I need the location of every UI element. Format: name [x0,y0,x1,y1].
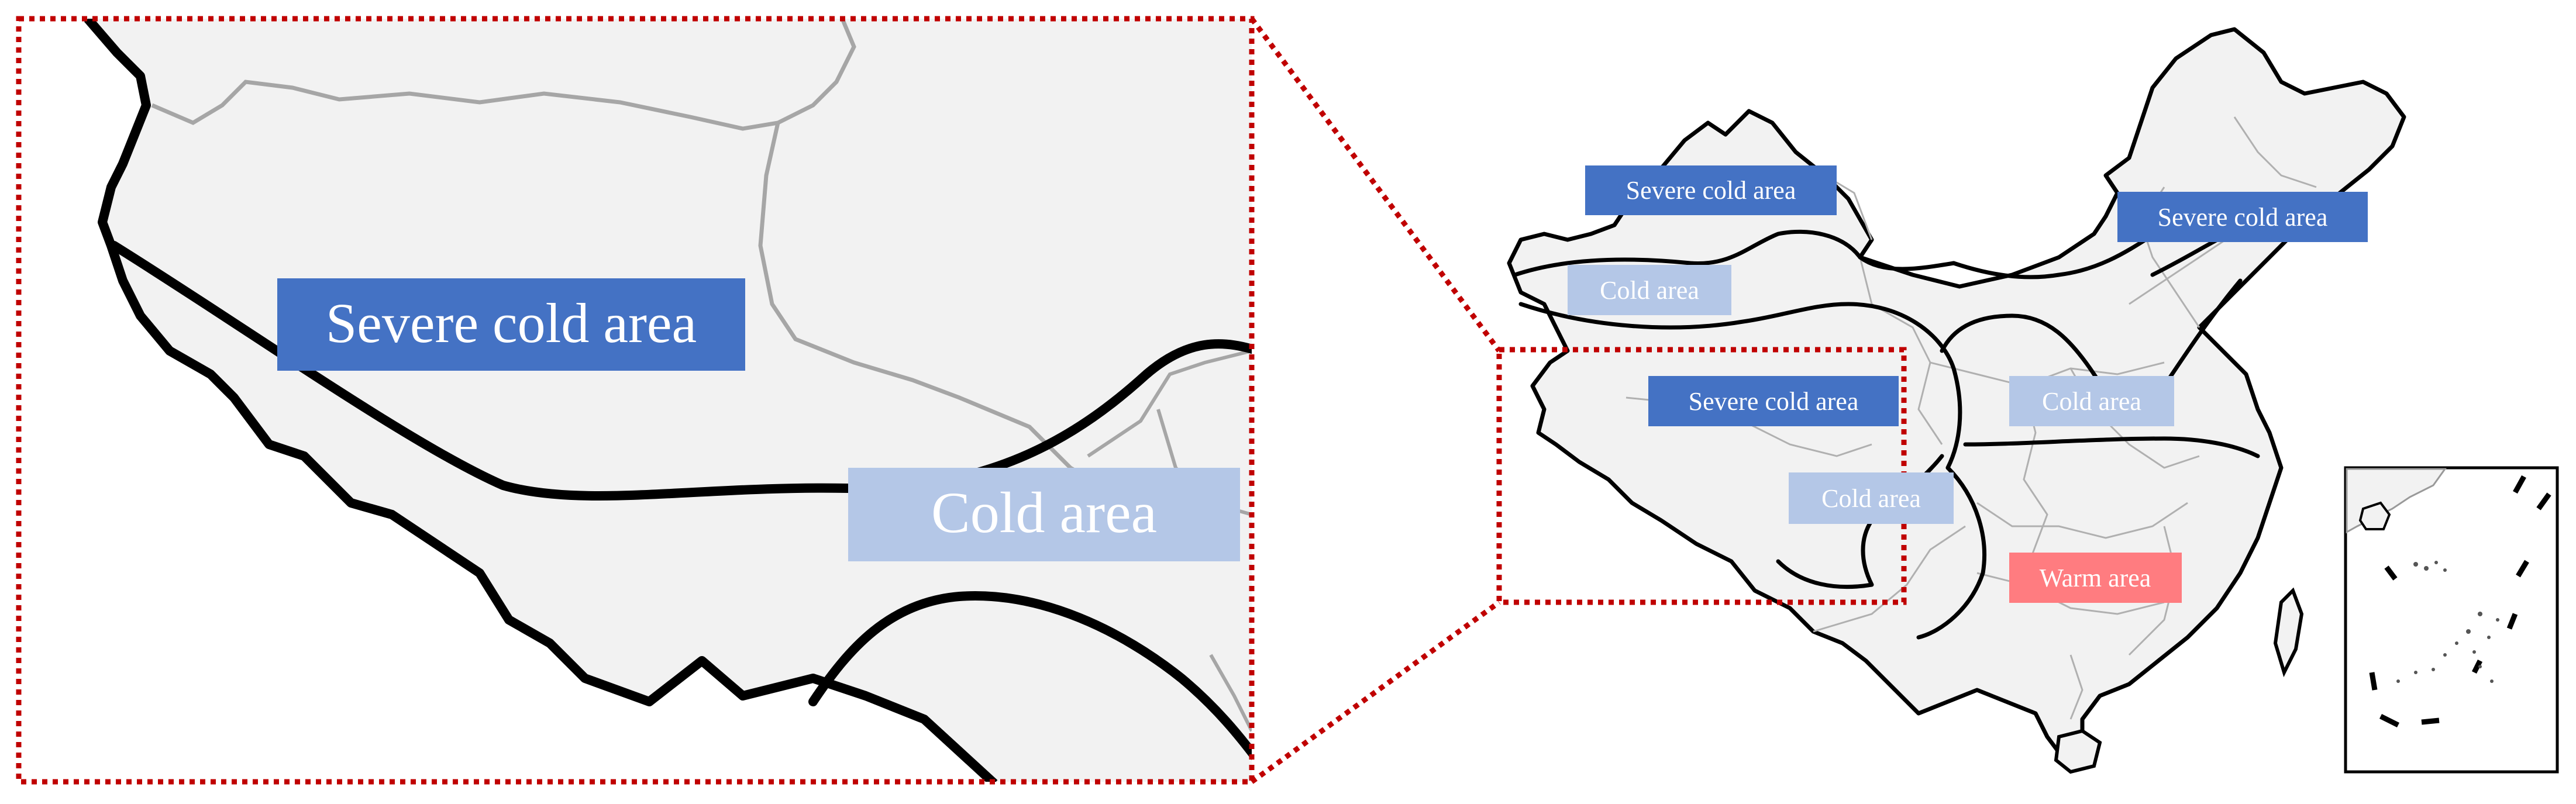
china-outline [1507,27,2406,762]
label-cold-central-text: Cold area [2042,387,2141,416]
label-warm-bg [2009,553,2182,603]
zoom-connector-top [1249,17,1501,353]
label-cold-central: Cold area [2009,376,2174,426]
zoom-province-boundary-3 [1087,349,1252,458]
label-cold-northwest: Cold area [1568,265,1731,315]
zoom-label-severe-cold: Severe cold area [277,278,745,371]
taiwan-island [2273,587,2304,678]
label-severe-cold-northeast: Severe cold area [2117,192,2368,242]
zoom-zone-boundary-1 [109,241,1252,501]
zoom-country-border [84,19,998,782]
inset-island [2358,501,2391,530]
label-severe-cold-tibet-text: Severe cold area [1689,387,1859,416]
label-severe-cold-northeast-text: Severe cold area [2158,203,2328,232]
south-china-sea-inset [2344,466,2559,774]
label-cold-tibet: Cold area [1789,472,1954,524]
zoom-province-boundary-2 [758,122,1113,494]
zone-boundary-northwest [1513,229,1956,277]
zoom-panel: Severe cold area Cold area [16,16,1255,785]
zoom-label-cold: Cold area [848,468,1240,561]
zone-boundary-tarim [1518,302,1962,470]
label-severe-cold-tibet: Severe cold area [1648,376,1899,426]
zoom-province-boundary [151,19,856,131]
label-cold-tibet-bg [1789,472,1954,524]
label-cold-northwest-text: Cold area [1600,276,1699,305]
main-map: Severe cold area Severe cold area Cold a… [1496,27,2406,774]
zoom-label-severe-cold-text: Severe cold area [326,292,697,354]
zoom-label-cold-text: Cold area [931,480,1157,545]
label-cold-central-bg [2009,376,2174,426]
zoom-zone-boundary-2 [808,591,1252,761]
label-severe-cold-northwest: Severe cold area [1585,165,1837,215]
zone-boundary-cold-loop [1940,278,2243,409]
inset-islets [2396,561,2499,683]
label-severe-cold-northwest-bg [1585,165,1837,215]
label-cold-tibet-text: Cold area [1821,484,1921,513]
zoom-label-cold-bg [848,468,1240,561]
zone-boundary-south-loop [1916,465,1986,640]
zoom-frame [16,16,1255,785]
label-warm: Warm area [2009,553,2182,603]
inset-nine-dash-line [2369,475,2551,728]
zoom-label-severe-cold-bg [277,278,745,371]
zone-boundary-warm [1963,436,2260,458]
zoom-land [88,19,1252,782]
zoom-connector-bottom [1250,600,1501,784]
hainan-island [2054,729,2102,774]
label-cold-northwest-bg [1568,265,1731,315]
label-severe-cold-tibet-bg [1648,376,1899,426]
label-severe-cold-northwest-text: Severe cold area [1626,176,1796,205]
label-severe-cold-northeast-bg [2117,192,2368,242]
label-warm-text: Warm area [2040,564,2151,592]
